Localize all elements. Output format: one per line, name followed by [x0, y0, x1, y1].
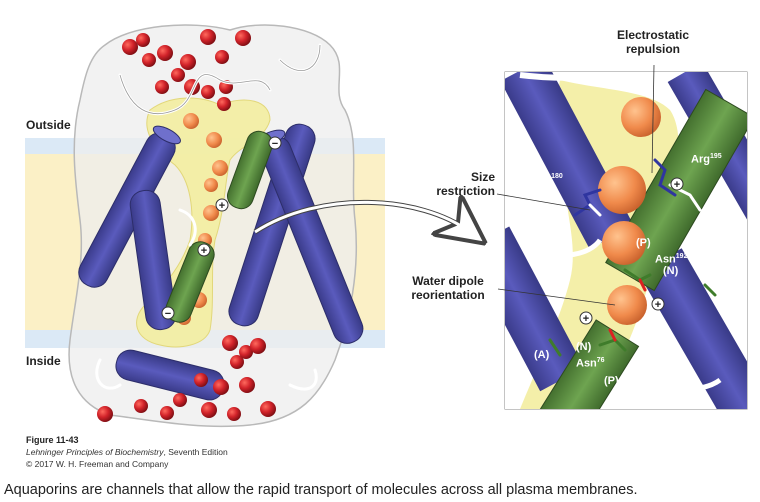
residue-asn192-number: 192	[675, 253, 688, 260]
residue-arg: Arg195	[691, 150, 722, 167]
inset-panel	[504, 71, 748, 410]
residue-asn192: Asn192	[655, 250, 687, 267]
residue-his-name: His	[534, 173, 552, 186]
residue-his-number: 180	[551, 173, 563, 180]
residue-asn76: Asn76	[576, 354, 605, 371]
residue-asn76-n: (N)	[576, 341, 592, 353]
svg-text:+: +	[201, 245, 207, 257]
label-water-line1: Water dipole	[412, 274, 484, 288]
label-electrostatic-line1: Electrostatic	[616, 28, 690, 42]
book-edition: , Seventh Edition	[163, 447, 228, 457]
residue-asn192-p: (P)	[636, 237, 651, 249]
residue-asn192-n: (N)	[663, 265, 679, 277]
svg-text:+: +	[655, 299, 661, 311]
green-helices	[165, 130, 274, 323]
caption: Aquaporins are channels that allow the r…	[4, 482, 638, 498]
label-water-dipole: Water dipole reorientation	[398, 274, 498, 302]
leader-lines	[496, 64, 655, 306]
residue-a-left: (A)	[534, 349, 550, 361]
residue-asn192-name: Asn	[655, 253, 676, 266]
residue-his: His180	[534, 170, 563, 187]
inset-charges: + + +	[579, 177, 684, 325]
label-inside: Inside	[26, 354, 61, 368]
water-molecules	[97, 29, 276, 422]
svg-text:−: −	[165, 308, 171, 320]
figure-copyright: © 2017 W. H. Freeman and Company	[26, 459, 169, 469]
svg-text:+: +	[219, 200, 225, 212]
label-outside: Outside	[26, 118, 71, 132]
figure-number: Figure 11-43	[26, 435, 79, 445]
residue-a-right: (A)	[712, 271, 728, 283]
figure-book: Lehninger Principles of Biochemistry, Se…	[26, 447, 228, 457]
label-size-line1: Size	[470, 170, 495, 184]
residue-asn76-name: Asn	[576, 357, 597, 370]
coil-loops-outline	[119, 44, 321, 114]
main-charges: − + + −	[161, 136, 282, 320]
label-size-line2: restriction	[436, 184, 495, 198]
residue-arg-name: Arg	[691, 153, 710, 166]
book-title: Lehninger Principles of Biochemistry	[26, 447, 164, 457]
residue-arg-number: 195	[709, 153, 722, 160]
label-electrostatic-line2: repulsion	[625, 42, 680, 56]
svg-text:+: +	[674, 179, 680, 191]
label-electrostatic: Electrostatic repulsion	[598, 28, 708, 56]
svg-text:+: +	[583, 313, 589, 325]
aquaporin-figure: − + + −	[25, 24, 748, 428]
residue-asn76-number: 76	[596, 357, 605, 364]
label-water-line2: reorientation	[411, 288, 485, 302]
label-size-restriction: Size restriction	[400, 170, 495, 198]
residue-asn76-p: (P)	[604, 375, 619, 387]
svg-text:−: −	[272, 138, 278, 150]
